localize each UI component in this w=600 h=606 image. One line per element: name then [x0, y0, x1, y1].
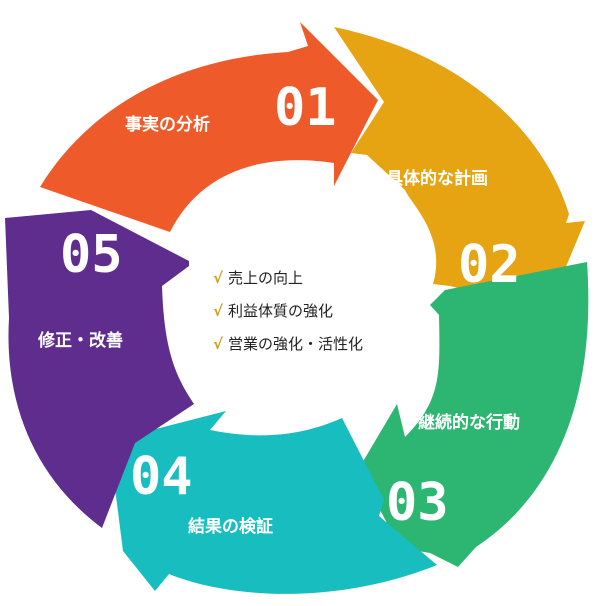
- goal-item: √ 営業の強化・活性化: [213, 327, 423, 360]
- goal-item-text: 営業の強化・活性化: [228, 335, 364, 353]
- step-5-label: 修正・改善: [37, 330, 123, 351]
- step-4-label: 結果の検証: [188, 516, 273, 537]
- step-1-number: 01: [274, 78, 337, 138]
- center-goals-list: √ 売上の向上 √ 利益体質の強化 √ 営業の強化・活性化: [213, 261, 423, 360]
- step-3-arrow: [358, 262, 589, 567]
- goal-item-text: 売上の向上: [228, 269, 304, 287]
- step-5-arrow: [5, 210, 194, 528]
- step-3-label: 継続的な行動: [418, 412, 520, 433]
- check-mark-icon: √: [213, 334, 224, 353]
- check-mark-icon: √: [213, 268, 224, 287]
- goal-item: √ 利益体質の強化: [213, 294, 423, 327]
- step-1-arrow: [40, 22, 378, 232]
- goal-item: √ 売上の向上: [213, 261, 423, 294]
- step-2-number: 02: [458, 235, 521, 295]
- step-1-label: 事実の分析: [125, 114, 210, 135]
- goal-item-text: 利益体質の強化: [228, 302, 334, 320]
- step-2-arrow: [334, 27, 585, 310]
- step-5-number: 05: [60, 225, 123, 285]
- step-3-number: 03: [386, 473, 449, 533]
- step-4-number: 04: [130, 447, 193, 507]
- step-4-arrow: [109, 411, 437, 594]
- step-2-label: 具体的な計画: [385, 168, 488, 189]
- check-mark-icon: √: [213, 301, 224, 320]
